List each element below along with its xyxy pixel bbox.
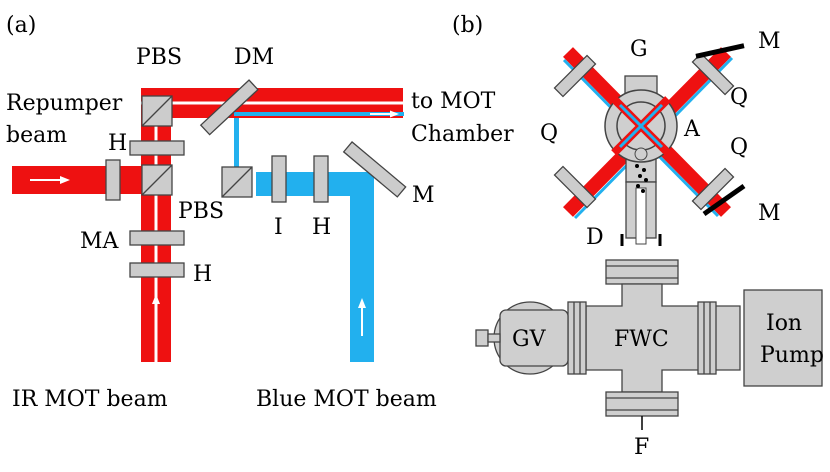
label-i: I [274,215,283,240]
label-gv: GV [512,327,547,352]
label-blue-mot-beam: Blue MOT beam [256,387,437,412]
label-d: D [586,225,604,250]
dispenser [620,164,662,246]
pbs-lower-cube [141,164,173,196]
label-f: F [634,435,649,460]
mirror-assembly-ma [129,230,185,246]
label-m-bottom: M [758,201,781,226]
label-ir-mot-beam: IR MOT beam [12,387,168,412]
mirror-top-right [695,43,745,59]
label-ma: MA [80,229,120,254]
atom-dot [635,164,639,168]
ir-up-arrow-head [152,294,160,304]
label-h-upper: H [108,131,127,156]
top-flange [605,259,679,285]
label-pbs-lower: PBS [178,199,224,224]
blue-half-wave-plate [313,155,329,203]
repumper-plate [105,159,121,201]
label-q-right: Q [730,135,748,160]
pbs-top-cube [141,95,173,127]
label-ion-line1: Ion [766,311,802,336]
half-wave-plate-upper [129,140,185,156]
bottom-flange [605,391,679,417]
label-q-top-right: Q [730,85,748,110]
dichroic-mirror [199,79,259,136]
label-q-left: Q [540,121,558,146]
blue-beam-overlap [234,112,404,116]
quarter-wave-plate-bottom-right [691,167,735,211]
blue-beam-to-dm [234,118,239,180]
label-m-top: M [758,29,781,54]
atom-dot [641,189,645,193]
label-pbs-top: PBS [136,45,182,70]
gate-valve-handle [475,329,489,347]
panel-b-label: (b) [452,13,483,38]
right-flange [697,301,717,375]
label-repumper-line2: beam [6,123,67,148]
label-h-blue: H [312,215,331,240]
blue-steering-mirror [342,140,407,198]
mirror-bottom-right [702,183,746,217]
label-repumper-line1: Repumper [6,91,123,116]
pbs-blue-cube [221,166,253,198]
mot-arrow-head [390,110,399,118]
panel-a-label: (a) [6,13,36,38]
gate-valve-stem [487,333,501,343]
label-to-mot-line2: Chamber [411,122,514,147]
quarter-wave-plate-bottom-left [553,165,597,209]
atom-dot [636,184,640,188]
left-flange [567,301,587,375]
quarter-wave-plate-top-left [553,54,597,98]
panel-a: (a) [6,13,514,412]
atom-dot [642,168,646,172]
repumper-arrow-head [60,176,70,184]
blue-optic-i [271,155,287,203]
chamber-optics [553,52,735,211]
science-chamber [604,75,678,183]
blue-up-arrow-head [358,298,366,308]
atom-source [634,147,648,161]
label-g: G [630,37,648,62]
chamber-blue-crossing-2 [618,103,664,149]
label-m: M [412,183,435,208]
label-a: A [683,117,701,142]
vacuum-hardware [475,259,823,430]
atom-dot [644,178,648,182]
ion-pump-body [743,289,823,387]
optics [105,79,407,278]
dispenser-core [635,187,647,245]
panel-b: (b) [452,13,824,460]
atom-dot [638,174,642,178]
label-fwc: FWC [614,327,669,352]
label-h-lower: H [193,262,212,287]
label-ion-line2: Pump [760,343,824,368]
label-dm: DM [234,45,274,70]
label-to-mot-line1: to MOT [411,89,496,114]
half-wave-plate-lower [129,262,185,278]
